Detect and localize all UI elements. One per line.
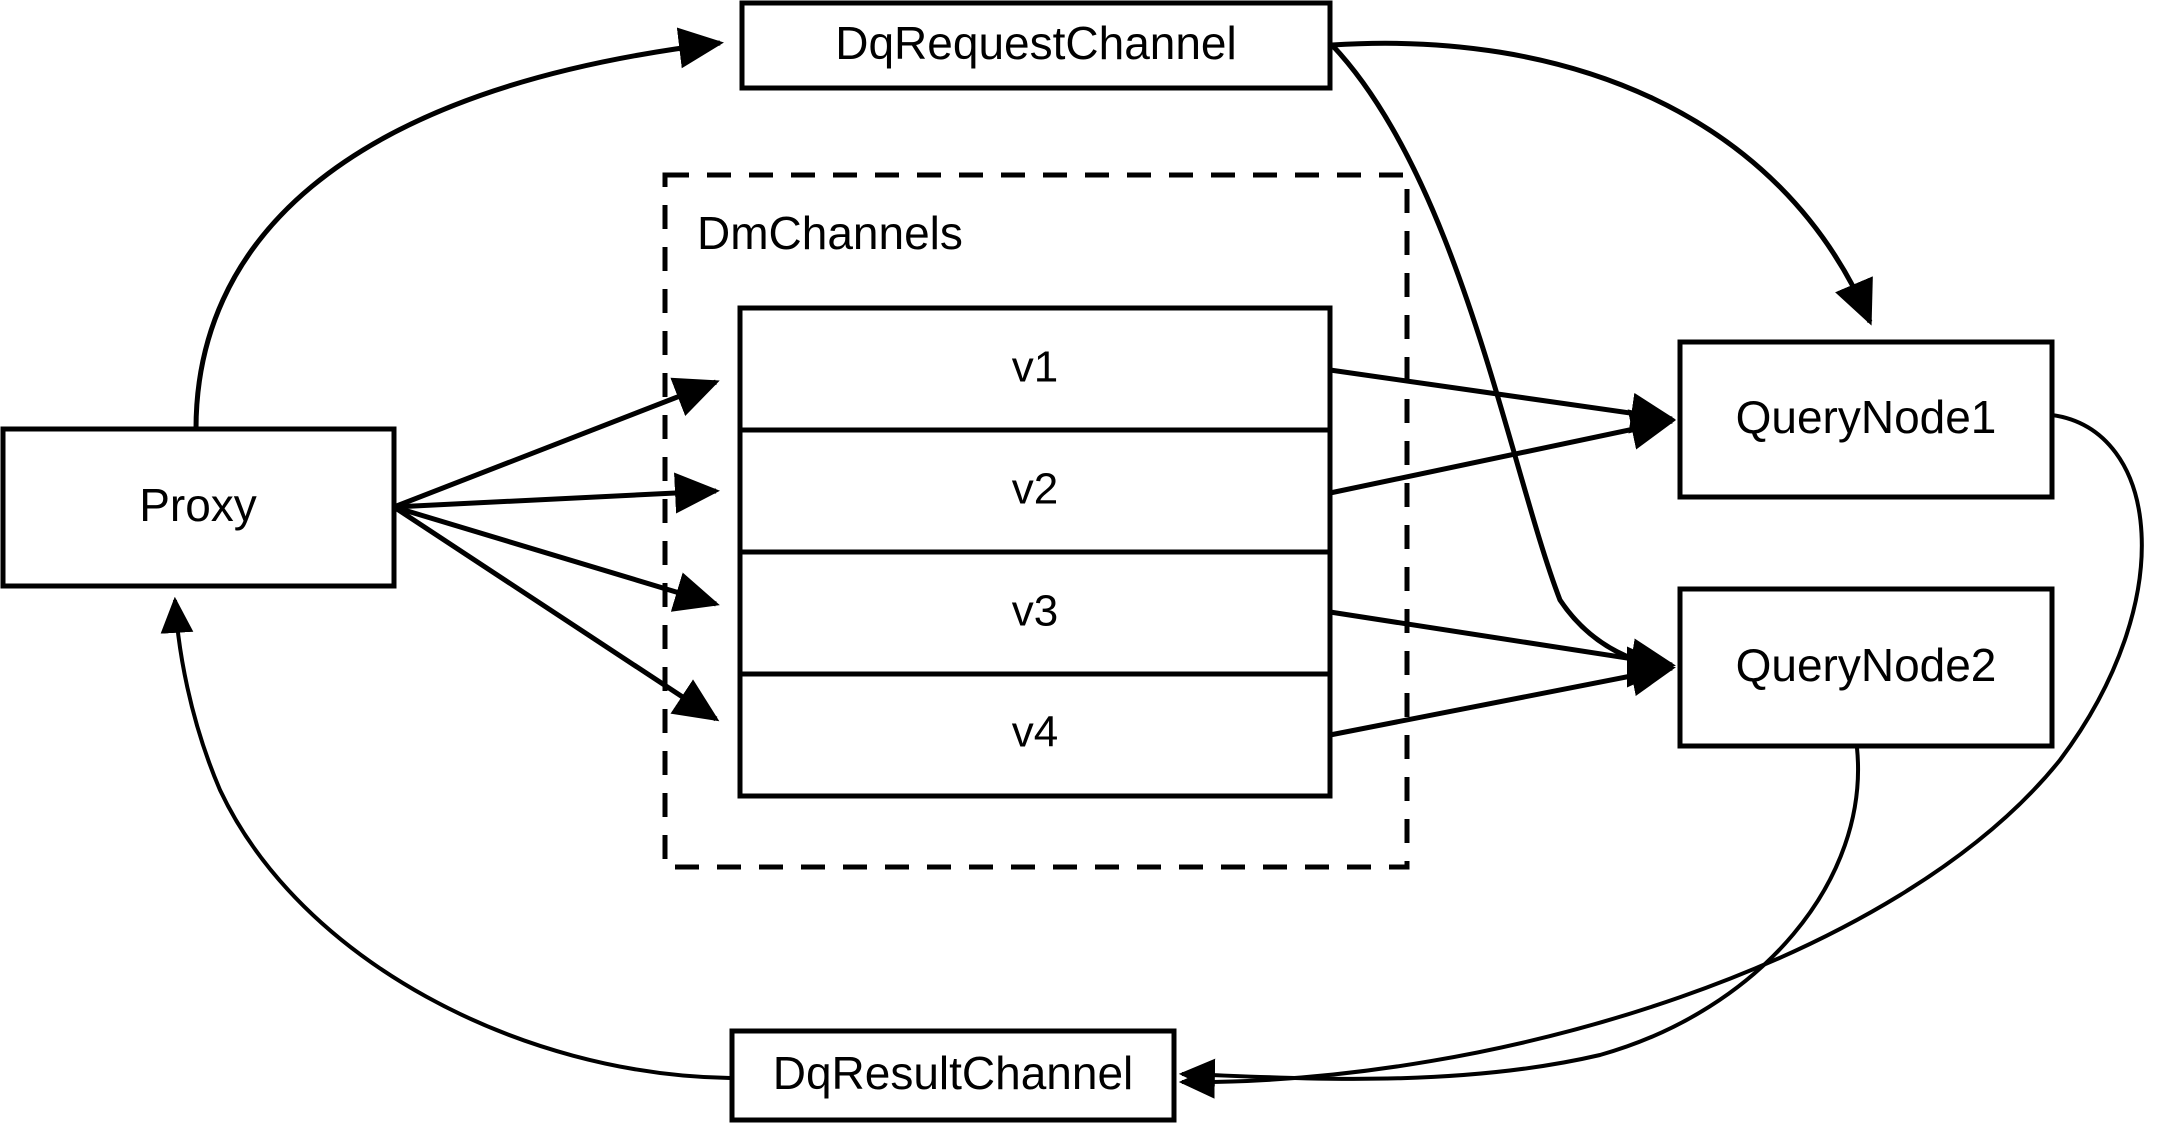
edge-proxy-to-v4 [392, 504, 720, 722]
node-dq-request-channel-label: DqRequestChannel [835, 17, 1237, 69]
edge-dqresultchannel-to-proxy [160, 596, 731, 1080]
edge-v2-to-querynode1 [1329, 409, 1676, 496]
node-dq-result-channel[interactable] [729, 1028, 1177, 1123]
node-query-node-1[interactable] [1677, 339, 2055, 500]
node-query-node-1-label: QueryNode1 [1736, 391, 1997, 443]
edge-proxy-to-v2 [393, 472, 720, 514]
node-query-node-2[interactable] [1677, 586, 2055, 749]
channel-row-v3-label[interactable]: v3 [1012, 587, 1058, 636]
node-query-node-2-label: QueryNode2 [1736, 639, 1997, 691]
edge-proxy-to-v1 [393, 377, 720, 510]
edge-proxy-to-dqrequestchannel [193, 27, 724, 430]
edge-querynode1-to-dqresultchannel [1178, 413, 2144, 1099]
group-dm-channels [662, 172, 1410, 870]
node-proxy-label: Proxy [139, 479, 257, 531]
node-proxy[interactable] [0, 426, 397, 589]
edge-dqrequestchannel-to-querynode1 [1331, 40, 1873, 326]
channel-row-v1-label[interactable]: v1 [1012, 343, 1058, 392]
group-dm-channels-label: DmChannels [697, 207, 963, 259]
node-dq-result-channel-label: DqResultChannel [773, 1047, 1134, 1099]
node-dq-request-channel[interactable] [739, 0, 1333, 91]
edge-v4-to-querynode2 [1329, 655, 1676, 738]
channel-row-v2-label[interactable]: v2 [1012, 465, 1058, 514]
channel-row-v4-label[interactable]: v4 [1012, 708, 1058, 757]
edge-dqrequestchannel-to-querynode2 [1330, 43, 1672, 688]
edge-querynode2-to-dqresultchannel [1178, 747, 1861, 1092]
edge-v3-to-querynode2 [1329, 609, 1676, 679]
edge-v1-to-querynode1 [1329, 367, 1676, 434]
edge-proxy-to-v3 [393, 504, 720, 612]
